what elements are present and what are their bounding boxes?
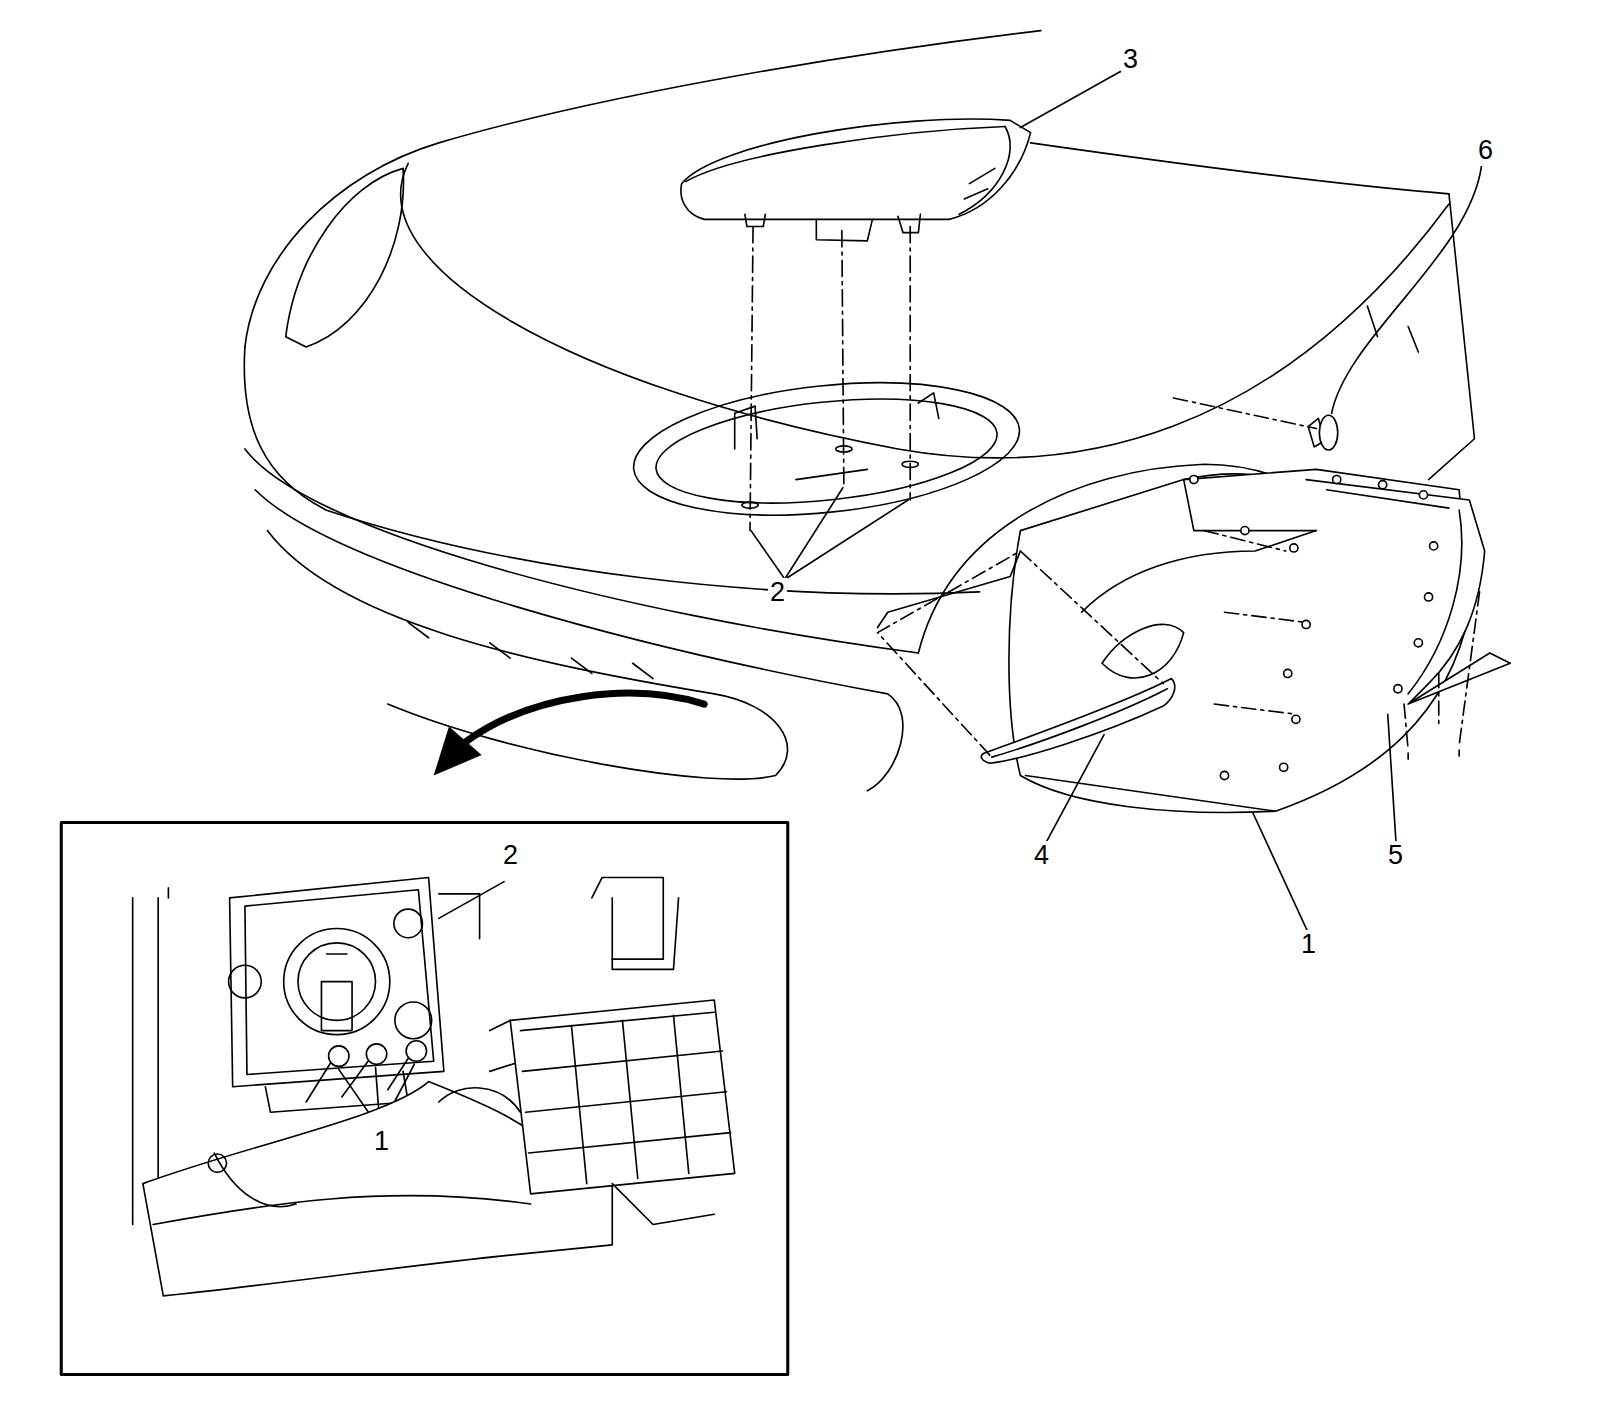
- callout-number: 5: [1386, 841, 1405, 871]
- callout-number: 4: [1032, 841, 1051, 871]
- callout-number: 1: [1299, 930, 1318, 960]
- callout-number: 1: [372, 1127, 391, 1157]
- callout-number: 2: [501, 841, 520, 871]
- callout-number: 6: [1476, 136, 1495, 166]
- callout-number: 3: [1121, 45, 1140, 75]
- callout-number: 2: [768, 578, 787, 608]
